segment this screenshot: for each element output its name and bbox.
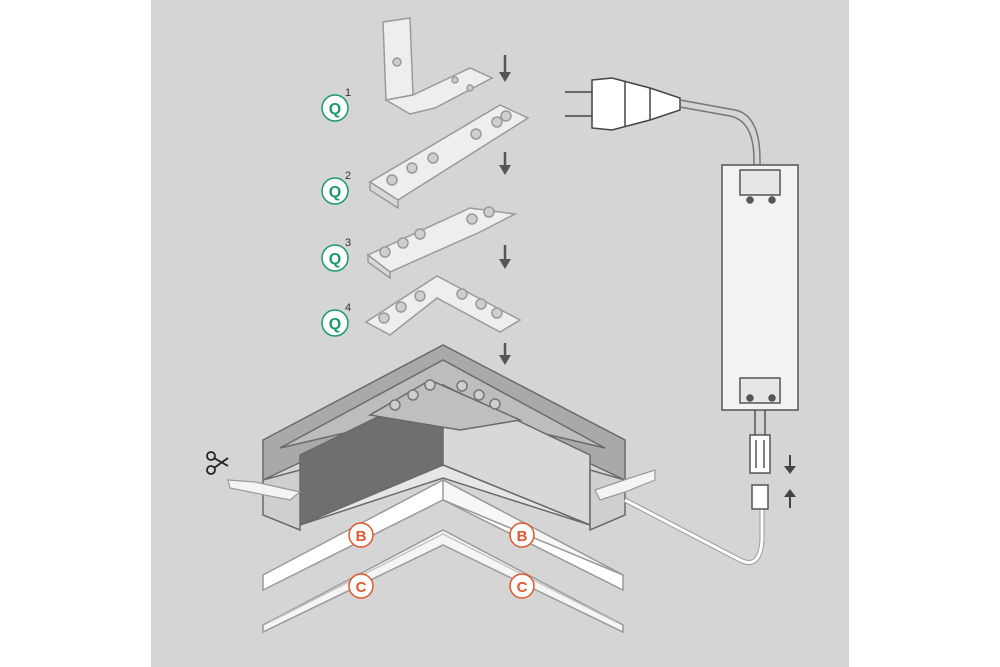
connector-3-letter: Q [329, 251, 341, 268]
connector-2-number: 2 [345, 170, 351, 182]
mains-cable [679, 99, 761, 165]
power-supply-icon [721, 164, 799, 411]
connector-4-badge: Q 4 [321, 302, 351, 337]
connector-4-letter: Q [329, 316, 341, 333]
cover-b-letter-left: B [356, 528, 367, 545]
scissors-icon [206, 451, 229, 475]
cover-c-letter-left: C [356, 579, 367, 596]
psu-output-cable [754, 410, 766, 435]
corner-profile [262, 344, 626, 532]
arrow-down-icon [499, 152, 511, 175]
connector-1-number: 1 [345, 87, 351, 99]
connector-3-plate [366, 206, 518, 280]
arrow-down-icon [499, 55, 511, 82]
arrow-down-icon [499, 245, 511, 269]
led-strip-left [227, 479, 302, 501]
connector-1-letter: Q [329, 101, 341, 118]
plug-connector-top [749, 434, 771, 474]
led-strip-right [594, 469, 656, 501]
compress-arrows-icon [784, 455, 796, 508]
connector-1-bracket [382, 17, 494, 115]
arrow-down-icon [499, 343, 511, 365]
plug-connector-bottom [751, 484, 769, 510]
connector-1-badge: Q 1 [321, 87, 351, 122]
cover-c-channel [262, 529, 624, 634]
cover-c-badge-right: C [509, 573, 535, 599]
cover-b-letter-right: B [517, 528, 528, 545]
connector-3-badge: Q 3 [321, 237, 351, 272]
connector-3-number: 3 [345, 237, 351, 249]
connector-4-plate [364, 275, 522, 336]
connector-2-plate [368, 104, 530, 210]
power-plug-icon [565, 77, 681, 131]
cover-b-badge-right: B [509, 522, 535, 548]
connector-4-number: 4 [345, 302, 351, 314]
connector-2-badge: Q 2 [321, 170, 351, 205]
connector-2-letter: Q [329, 184, 341, 201]
cover-b-badge-left: B [348, 522, 374, 548]
cover-c-badge-left: C [348, 573, 374, 599]
cover-c-letter-right: C [517, 579, 528, 596]
